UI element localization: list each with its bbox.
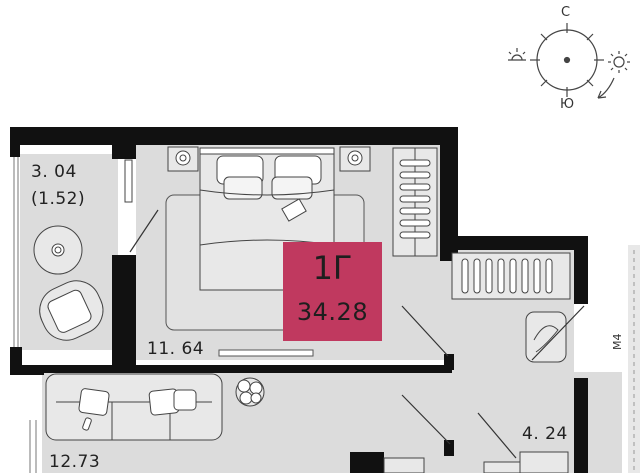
door-swing-hall-lower [477, 412, 517, 459]
compass-south-label: Ю [560, 97, 575, 112]
road-label: М4 [611, 333, 624, 351]
apartment-badge: 1Г 34.28 [283, 242, 382, 341]
round-table [33, 225, 83, 275]
window-sill [218, 349, 314, 357]
sofa [45, 373, 223, 441]
apartment-area: 34.28 [296, 298, 369, 326]
sun-icon [608, 51, 630, 73]
hall-pouf [525, 311, 567, 363]
hall-shelf [519, 451, 569, 473]
door-swing-hall [531, 305, 585, 361]
bedroom-area-label: 11. 64 [147, 339, 205, 359]
kitchen-counter [383, 457, 425, 473]
armchair [39, 280, 104, 341]
nightstand-right [339, 146, 371, 172]
road-strip [628, 245, 640, 473]
balcony-glazing [13, 157, 37, 473]
apartment-code: 1Г [312, 249, 353, 287]
balcony-area-sub-label: (1.52) [31, 189, 86, 209]
sun-path-arrow-icon [597, 77, 615, 99]
living-area-label: 12.73 [49, 452, 101, 472]
door-swing-bedroom-hall [401, 305, 449, 357]
plant [235, 377, 265, 407]
door-swing-bedroom [129, 209, 159, 253]
nightstand-left [167, 146, 199, 172]
compass [530, 23, 604, 97]
hall-wardrobe [451, 252, 571, 300]
compass-north-label: С [561, 5, 571, 20]
balcony-area-label: 3. 04 [31, 162, 77, 182]
sunset-icon [508, 48, 526, 61]
balcony-shelf [124, 159, 133, 203]
hall-area-label: 4. 24 [522, 424, 568, 444]
walls [10, 127, 588, 473]
door-swing-living [401, 394, 451, 445]
wardrobe [392, 147, 438, 257]
hall-bench [483, 461, 525, 473]
